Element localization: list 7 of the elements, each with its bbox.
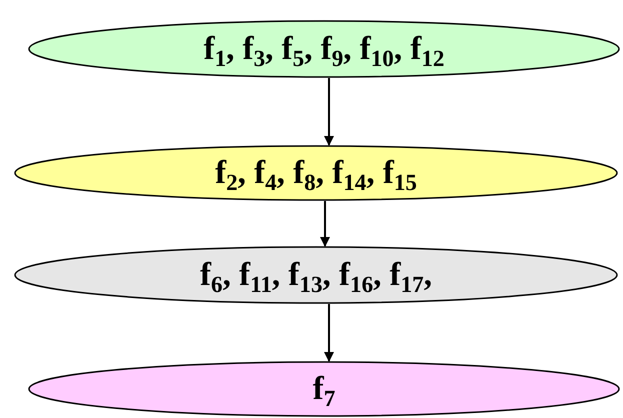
node-label: f$_{6}$, f$_{11}$, f$_{13}$, f$_{16}$, f$_{17}$, [200,258,432,292]
node-label: f$_{2}$, f$_{4}$, f$_{8}$, f$_{14}$, f$_{15}$ [215,156,417,190]
node-label: f$_{1}$, f$_{3}$, f$_{5}$, f$_{9}$, f$_{10}$, f$_{12}$ [204,32,444,66]
arrow [324,78,334,146]
node-label: f$_{7}$ [312,372,336,406]
arrow [324,304,334,362]
arrow [320,201,330,247]
